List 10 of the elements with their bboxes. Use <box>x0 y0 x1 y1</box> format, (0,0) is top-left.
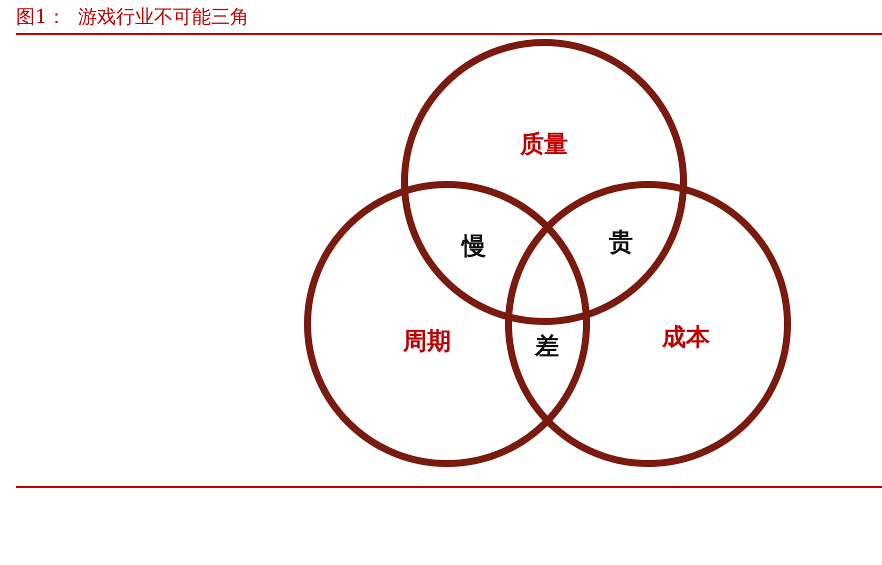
overlap-label: 贵 <box>609 227 633 258</box>
venn-circle <box>401 39 687 325</box>
overlap-label: 慢 <box>462 231 486 262</box>
figure-title: 图1： 游戏行业不可能三角 <box>16 5 250 30</box>
circle-label: 成本 <box>662 322 710 353</box>
overlap-label: 差 <box>535 331 559 362</box>
venn-circle <box>505 181 791 467</box>
circle-label: 周期 <box>403 326 451 357</box>
venn-circle <box>304 181 590 467</box>
circle-label: 质量 <box>520 129 568 160</box>
